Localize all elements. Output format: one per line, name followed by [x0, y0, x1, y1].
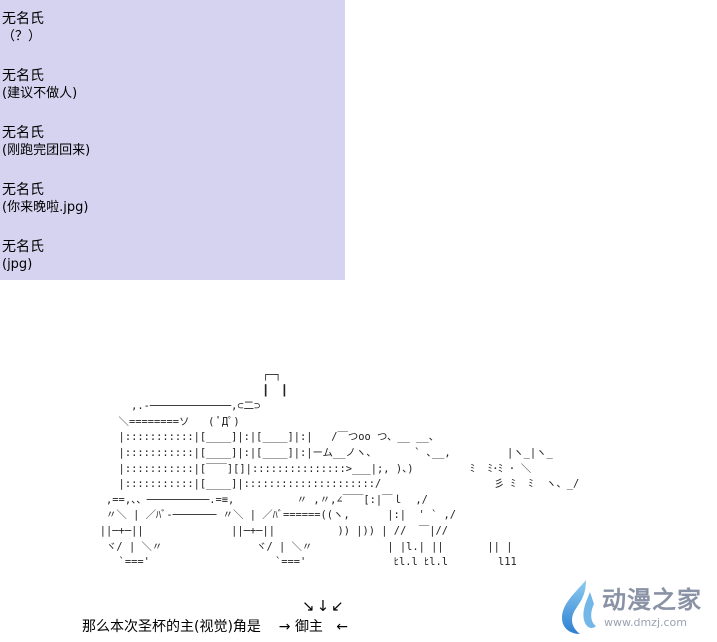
- poster-note: （？）: [2, 29, 42, 44]
- poster-name: 无名氏: [2, 68, 44, 84]
- name-entry: 无名氏 （？）: [2, 10, 44, 46]
- down-arrows: ↘↓↙: [302, 597, 346, 615]
- logo-title: 动漫之家: [602, 586, 702, 614]
- poster-note: (jpg): [2, 257, 33, 272]
- logo-mark-icon: [562, 580, 596, 634]
- caption-text: 那么本次圣杯的主(视觉)角是: [82, 619, 261, 635]
- site-logo: 动漫之家 www.dmzj.com: [556, 576, 714, 640]
- caption-highlight: 御主: [294, 619, 323, 635]
- poster-name: 无名氏: [2, 125, 44, 141]
- names-panel: 无名氏 （？） 无名氏 (建议不做人) 无名氏 (刚跑完团回来) 无名氏 (你来…: [0, 0, 345, 280]
- logo-url: www.dmzj.com: [604, 616, 687, 629]
- ascii-art-carriage: ┌─┐ ┃ ┃ ,.-─────────────,⊂二⊃ ＼========ソ …: [99, 369, 580, 569]
- poster-note: (你来晚啦.jpg): [2, 200, 89, 215]
- name-entry: 无名氏 (建议不做人): [2, 67, 77, 103]
- caption-spacer: [327, 619, 331, 635]
- poster-name: 无名氏: [2, 182, 44, 198]
- poster-note: (建议不做人): [2, 86, 78, 101]
- name-entry: 无名氏 (刚跑完团回来): [2, 124, 90, 160]
- name-entry: 无名氏 (jpg): [2, 238, 44, 274]
- right-arrow-icon: →: [278, 619, 291, 635]
- poster-name: 无名氏: [2, 11, 44, 27]
- name-entry: 无名氏 (你来晚啦.jpg): [2, 181, 88, 217]
- left-arrow-icon: ←: [336, 619, 349, 635]
- poster-note: (刚跑完团回来): [2, 143, 91, 158]
- caption-spacer: [265, 619, 274, 635]
- caption: 那么本次圣杯的主(视觉)角是 → 御主 ←: [82, 618, 348, 636]
- poster-name: 无名氏: [2, 239, 44, 255]
